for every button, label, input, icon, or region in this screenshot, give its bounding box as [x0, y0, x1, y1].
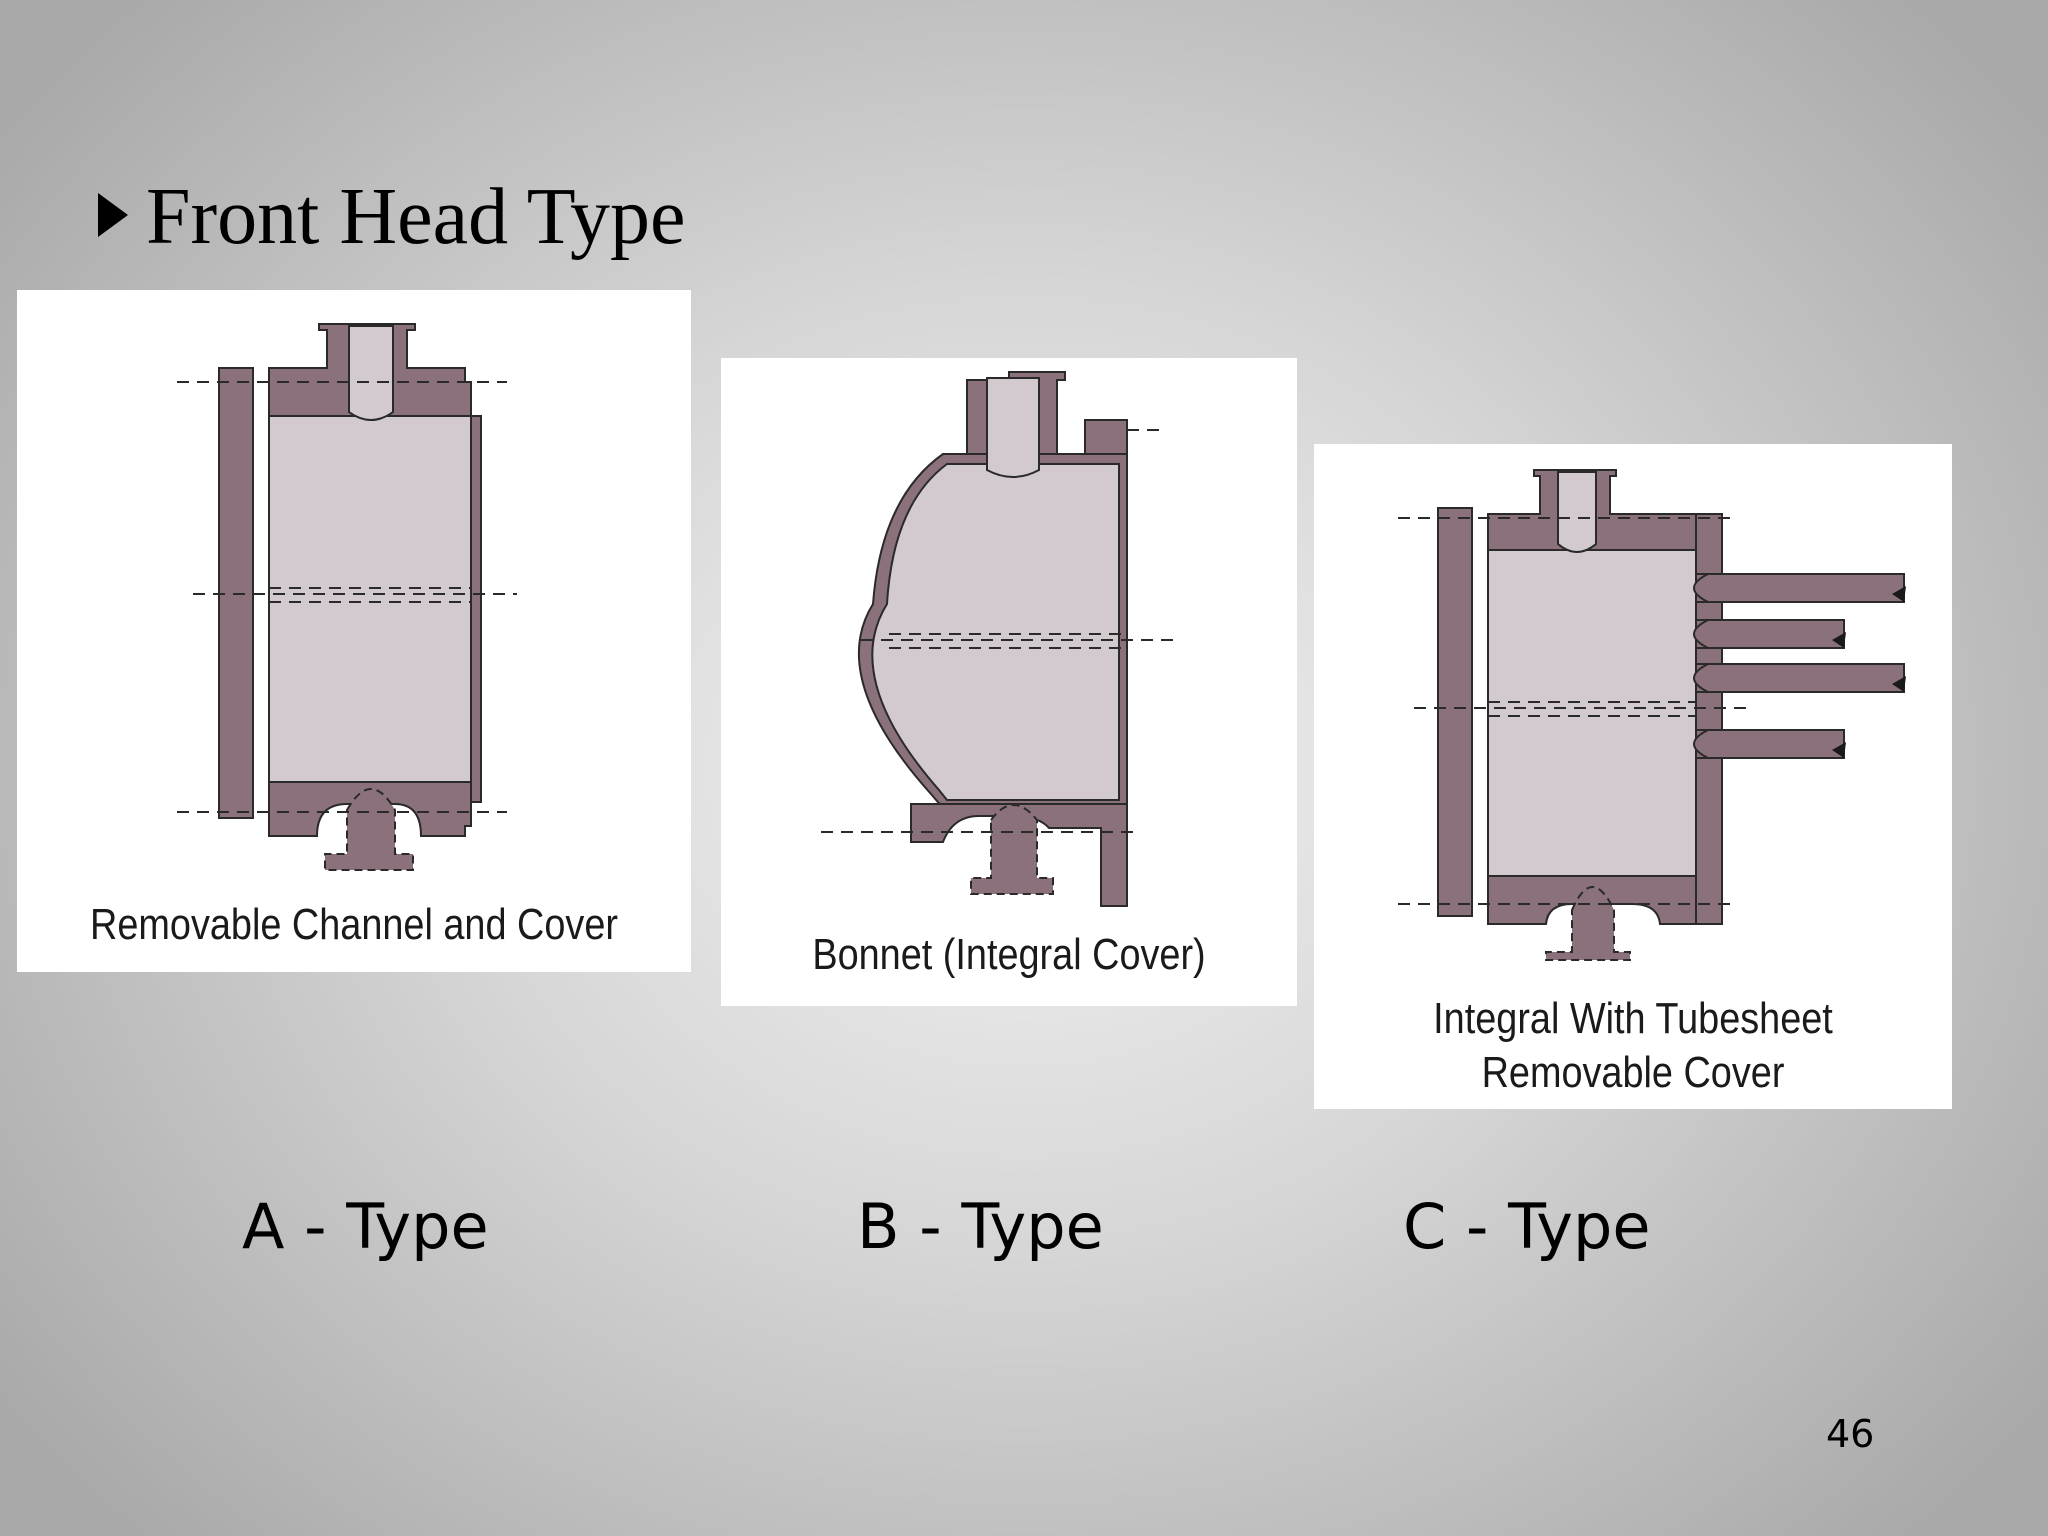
page-number: 46	[1826, 1412, 1875, 1456]
caption-c-line1: Integral With Tubesheet	[1433, 994, 1833, 1043]
type-label-b: B - Type	[857, 1190, 1104, 1263]
diagram-panel-a: Removable Channel and Cover	[17, 290, 691, 972]
diagram-panel-b: Bonnet (Integral Cover)	[721, 358, 1297, 1006]
triangle-bullet-icon	[98, 193, 128, 237]
caption-c-line2: Removable Cover	[1481, 1048, 1785, 1097]
type-label-c: C - Type	[1403, 1190, 1651, 1263]
diagram-panel-c: Integral With Tubesheet Removable Cover	[1314, 444, 1952, 1109]
bonnet-diagram	[821, 371, 1173, 907]
removable-channel-diagram	[177, 323, 517, 871]
caption-b: Bonnet (Integral Cover)	[812, 930, 1206, 979]
integral-tubesheet-diagram	[1398, 469, 1906, 961]
slide-title: Front Head Type	[98, 172, 686, 262]
type-label-a: A - Type	[242, 1190, 489, 1263]
caption-a: Removable Channel and Cover	[90, 900, 618, 949]
slide-title-text: Front Head Type	[146, 172, 686, 261]
